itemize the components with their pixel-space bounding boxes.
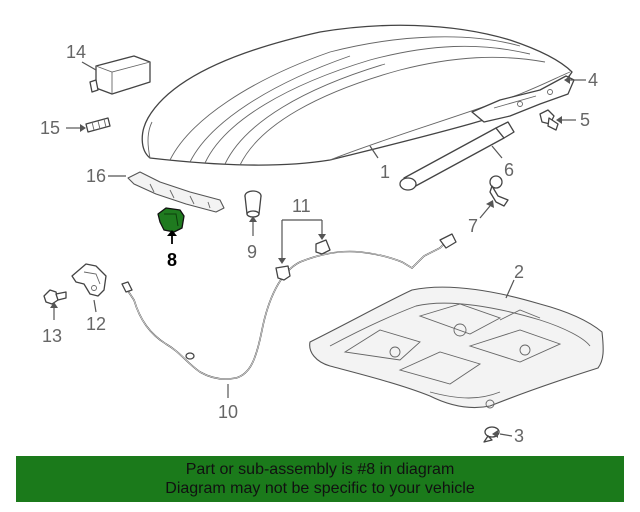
callout-15: 15 [40, 118, 60, 138]
callout-5: 5 [580, 110, 590, 130]
callout-8: 8 [167, 250, 177, 270]
callout-11: 11 [292, 196, 311, 216]
callout-14: 14 [66, 42, 86, 62]
callout-12: 12 [86, 314, 106, 334]
leader-lines [50, 61, 586, 438]
part-8-highlighted [157, 207, 185, 233]
banner-line-2: Diagram may not be specific to your vehi… [165, 480, 475, 497]
part-7-ball-stud [489, 175, 509, 207]
part-1-hood [141, 24, 573, 166]
part-13-bolt [43, 289, 67, 305]
part-9-bumper [244, 190, 262, 218]
callout-3: 3 [514, 426, 524, 446]
part-11-clips [275, 239, 331, 281]
info-banner: Part or sub-assembly is #8 in diagram Di… [16, 456, 624, 502]
callout-10: 10 [218, 402, 238, 422]
part-4-bracket [471, 75, 575, 123]
callout-6: 6 [504, 160, 514, 180]
parts-diagram: 1 2 3 4 5 6 7 8 9 10 11 12 13 14 15 16 [40, 24, 604, 446]
callout-16: 16 [86, 166, 106, 186]
callout-4: 4 [588, 70, 598, 90]
banner-line-1: Part or sub-assembly is #8 in diagram [185, 461, 455, 478]
part-2-insulator [309, 286, 604, 409]
callout-7: 7 [468, 216, 478, 236]
callout-labels: 1 2 3 4 5 6 7 8 9 10 11 12 13 14 15 16 [40, 42, 598, 446]
part-10-cable [121, 233, 457, 380]
part-15-fastener [85, 117, 111, 133]
callout-1: 1 [380, 162, 390, 182]
part-6-strut [399, 121, 515, 191]
part-12-latch [71, 263, 107, 297]
callout-13: 13 [42, 326, 62, 346]
callout-9: 9 [247, 242, 257, 262]
callout-2: 2 [514, 262, 524, 282]
part-16-seal [127, 171, 225, 213]
part-5-bolt [539, 109, 559, 131]
part-14-module [89, 55, 151, 95]
